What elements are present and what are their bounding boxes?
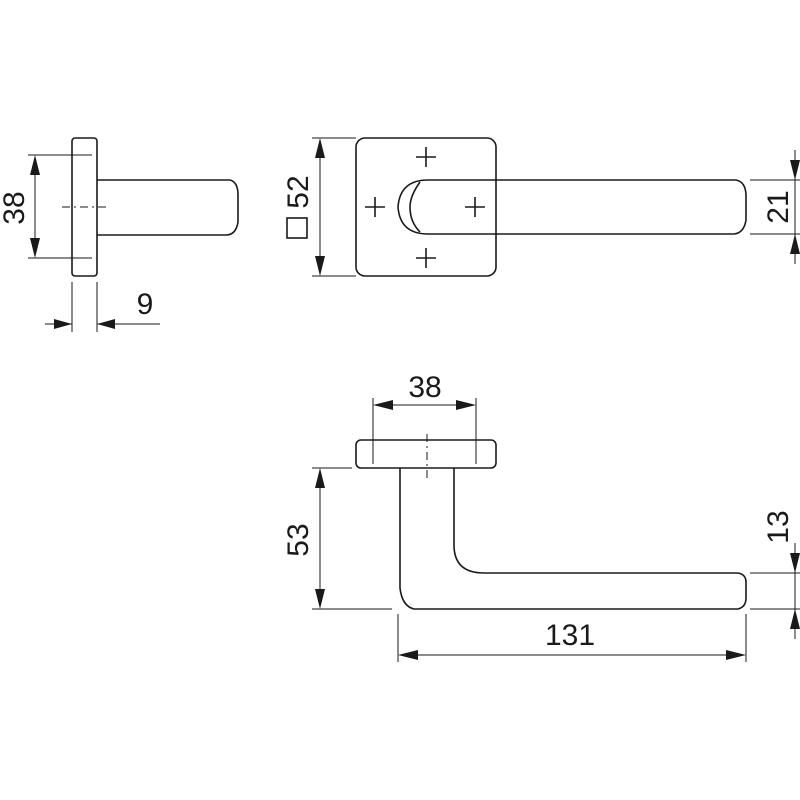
- arrow-head: [790, 234, 800, 254]
- dim-label-rose-depth: 9: [137, 288, 154, 321]
- arrow-head: [315, 468, 325, 488]
- top-view-rose: [355, 439, 497, 469]
- dim-label-grip-thickness: 13: [762, 510, 795, 543]
- arrow-head: [790, 160, 800, 180]
- screw-mark-center: [465, 197, 485, 217]
- arrow-head: [726, 650, 746, 660]
- dim-label-projection: 53: [282, 523, 315, 556]
- square-rose: [355, 137, 497, 277]
- front-view-lever: [397, 179, 747, 235]
- top-view: 38 53 13 131: [282, 371, 800, 662]
- arrow-head: [54, 319, 72, 329]
- arrow-head: [315, 256, 325, 276]
- arrow-head: [373, 400, 393, 410]
- arrow-head: [315, 589, 325, 609]
- top-view-lever: [399, 468, 747, 610]
- arrow-head: [790, 609, 800, 629]
- side-view: 38 9: [0, 137, 239, 332]
- arrow-head: [790, 553, 800, 573]
- dim-label-handle-height: 21: [762, 190, 795, 223]
- screw-mark-left: [365, 197, 385, 217]
- screw-mark-top: [416, 147, 436, 167]
- screw-mark-bottom: [416, 248, 436, 268]
- lever-neck-arc: [409, 181, 421, 233]
- side-view-shaft: [97, 179, 239, 236]
- dim-label-rose-width: 38: [408, 371, 441, 404]
- dim-label-handle-length: 131: [545, 619, 595, 652]
- front-view: 52 21: [282, 137, 800, 277]
- arrow-head: [456, 400, 476, 410]
- arrow-head: [315, 138, 325, 158]
- arrow-head: [30, 155, 40, 175]
- dim-label-rose-height: 38: [0, 191, 31, 224]
- arrow-head: [97, 319, 115, 329]
- arrow-head: [398, 650, 418, 660]
- arrow-head: [30, 238, 40, 258]
- dim-label-square-rose: 52: [282, 175, 315, 208]
- square-symbol-icon: [286, 217, 308, 239]
- side-view-rose: [71, 137, 98, 277]
